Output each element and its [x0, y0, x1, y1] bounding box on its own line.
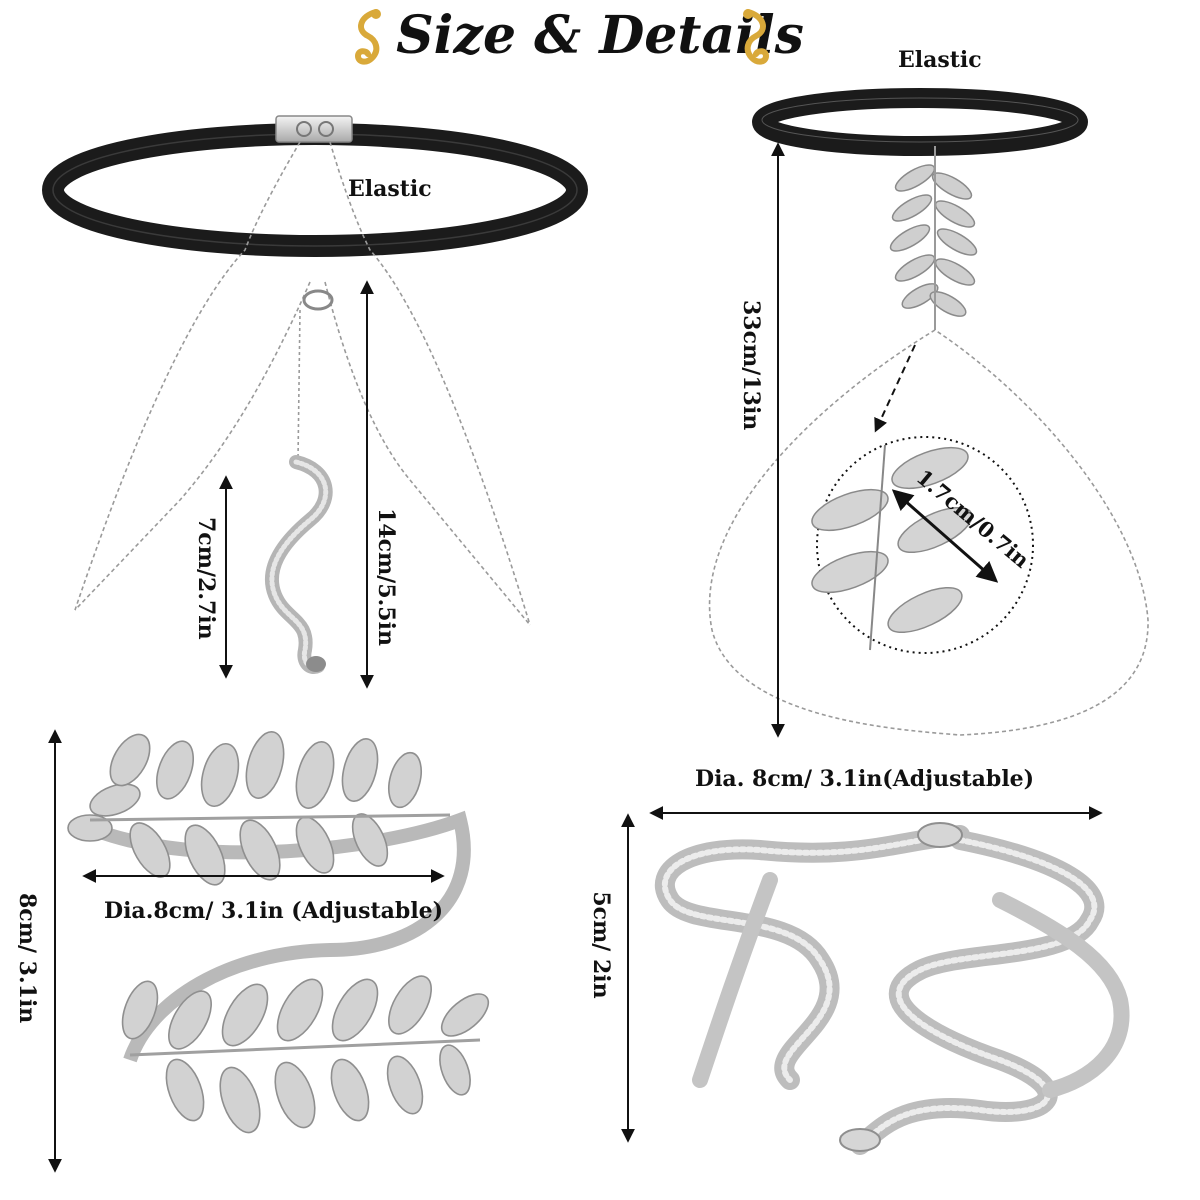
snake-pendant-length-label: 7cm/2.7in	[193, 517, 219, 640]
choker-necklace	[42, 115, 588, 674]
leaf-armband-height-label: 8cm/ 3.1in	[14, 893, 40, 1024]
leaf-chain-elastic-label: Elastic	[898, 47, 982, 73]
leaf-body-chain	[708, 88, 1149, 736]
choker-chain-length-label: 14cm/5.5in	[373, 508, 399, 646]
leaf-chain-length-label: 33cm/13in	[738, 300, 764, 431]
choker-elastic-label: Elastic	[348, 176, 432, 202]
leaf-armband-diameter-label: Dia.8cm/ 3.1in (Adjustable)	[104, 898, 444, 924]
snake-armband-diameter-label: Dia. 8cm/ 3.1in(Adjustable)	[695, 766, 1035, 792]
page-title: Size & Details	[396, 5, 804, 66]
snake-armband	[654, 822, 1130, 1155]
leaf-size-arrow	[891, 489, 999, 583]
snake-armband-height-label: 5cm/ 2in	[588, 891, 614, 999]
gold-scroll-ornament-icon	[743, 9, 770, 65]
gold-scroll-ornament-icon	[354, 9, 381, 65]
leaf-armband	[67, 731, 490, 1134]
